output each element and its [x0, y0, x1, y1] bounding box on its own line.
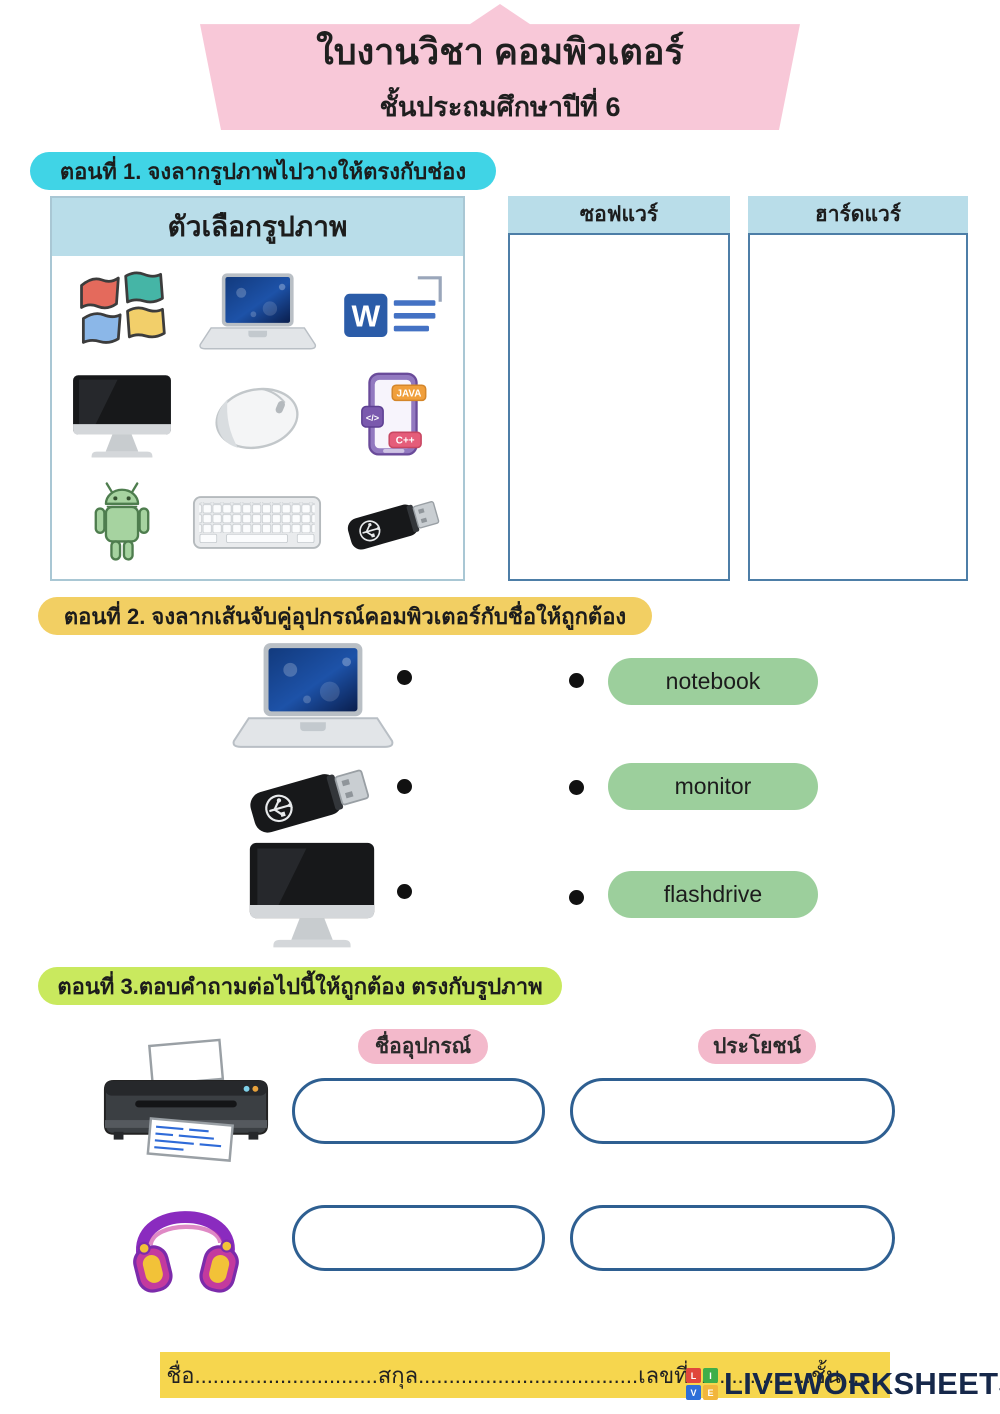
match-dot-left-3[interactable] — [397, 884, 412, 899]
choice-word-document[interactable] — [341, 273, 445, 353]
software-header: ซอฟแวร์ — [508, 196, 730, 233]
software-box: ซอฟแวร์ — [508, 196, 730, 581]
choice-programming-app[interactable] — [351, 370, 435, 465]
hardware-drop-area[interactable] — [748, 233, 968, 581]
answer-pill-flashdrive: flashdrive — [608, 871, 818, 918]
imac-monitor-icon — [70, 373, 174, 462]
headphones-name-input[interactable] — [292, 1205, 545, 1271]
keyboard-icon — [192, 494, 322, 551]
printer-usage-input[interactable] — [570, 1078, 895, 1144]
choice-imac-monitor[interactable] — [70, 373, 174, 462]
software-drop-area[interactable] — [508, 233, 730, 581]
windows-logo-icon — [72, 267, 172, 359]
liveworksheets-wordmark: LIVEWORKSHEETS — [724, 1366, 1000, 1401]
word-document-icon — [341, 273, 445, 353]
programming-app-icon — [351, 370, 435, 465]
match-dot-right-3[interactable] — [569, 890, 584, 905]
headphones-usage-input[interactable] — [570, 1205, 895, 1271]
image-choices-box: ตัวเลือกรูปภาพ — [50, 196, 465, 581]
liveworksheets-logo: L I V E LIVEWORKSHEETS — [686, 1366, 1000, 1402]
liveworksheets-logo-icon: L I V E — [686, 1368, 718, 1400]
section1-label: ตอนที่ 1. จงลากรูปภาพไปวางให้ตรงกับช่อง — [30, 152, 496, 190]
match-dot-left-1[interactable] — [397, 670, 412, 685]
printer-icon — [98, 1038, 274, 1165]
laptop-icon — [196, 271, 318, 354]
device-name-column-header: ชื่ออุปกรณ์ — [358, 1029, 488, 1064]
choice-android-robot[interactable] — [77, 478, 167, 568]
usb-flashdrive-icon — [332, 486, 454, 559]
hardware-header: ฮาร์ดแวร์ — [748, 196, 968, 233]
match-flashdrive-image[interactable] — [230, 750, 388, 845]
answer-pill-notebook: notebook — [608, 658, 818, 705]
match-laptop-image[interactable] — [228, 640, 396, 754]
image-choices-grid — [52, 256, 463, 579]
title-banner: ใบงานวิชา คอมพิวเตอร์ ชั้นประถมศึกษาปีที… — [200, 4, 800, 130]
worksheet-title: ใบงานวิชา คอมพิวเตอร์ — [316, 30, 684, 72]
image-choices-header: ตัวเลือกรูปภาพ — [52, 198, 463, 256]
printer-name-input[interactable] — [292, 1078, 545, 1144]
computer-mouse-icon — [205, 380, 309, 456]
match-dot-right-2[interactable] — [569, 780, 584, 795]
section2-label: ตอนที่ 2. จงลากเส้นจับคู่อุปกรณ์คอมพิวเต… — [38, 597, 652, 635]
choice-laptop[interactable] — [196, 271, 318, 354]
choice-windows-logo[interactable] — [72, 267, 172, 359]
section3-label: ตอนที่ 3.ตอบคำถามต่อไปนี้ให้ถูกต้อง ตรงก… — [38, 967, 562, 1005]
worksheet-subtitle: ชั้นประถมศึกษาปีที่ 6 — [379, 91, 621, 122]
choice-computer-mouse[interactable] — [205, 380, 309, 456]
choice-usb-flashdrive[interactable] — [332, 486, 454, 559]
hardware-box: ฮาร์ดแวร์ — [748, 196, 968, 581]
match-dot-right-1[interactable] — [569, 673, 584, 688]
headphones-icon — [118, 1182, 254, 1307]
match-dot-left-2[interactable] — [397, 779, 412, 794]
student-name-line: ชื่อ..............................สกุล..… — [160, 1352, 890, 1398]
answer-pill-monitor: monitor — [608, 763, 818, 810]
android-robot-icon — [77, 478, 167, 568]
usage-column-header: ประโยชน์ — [698, 1029, 816, 1064]
choice-keyboard[interactable] — [192, 494, 322, 551]
match-monitor-image[interactable] — [246, 840, 378, 953]
